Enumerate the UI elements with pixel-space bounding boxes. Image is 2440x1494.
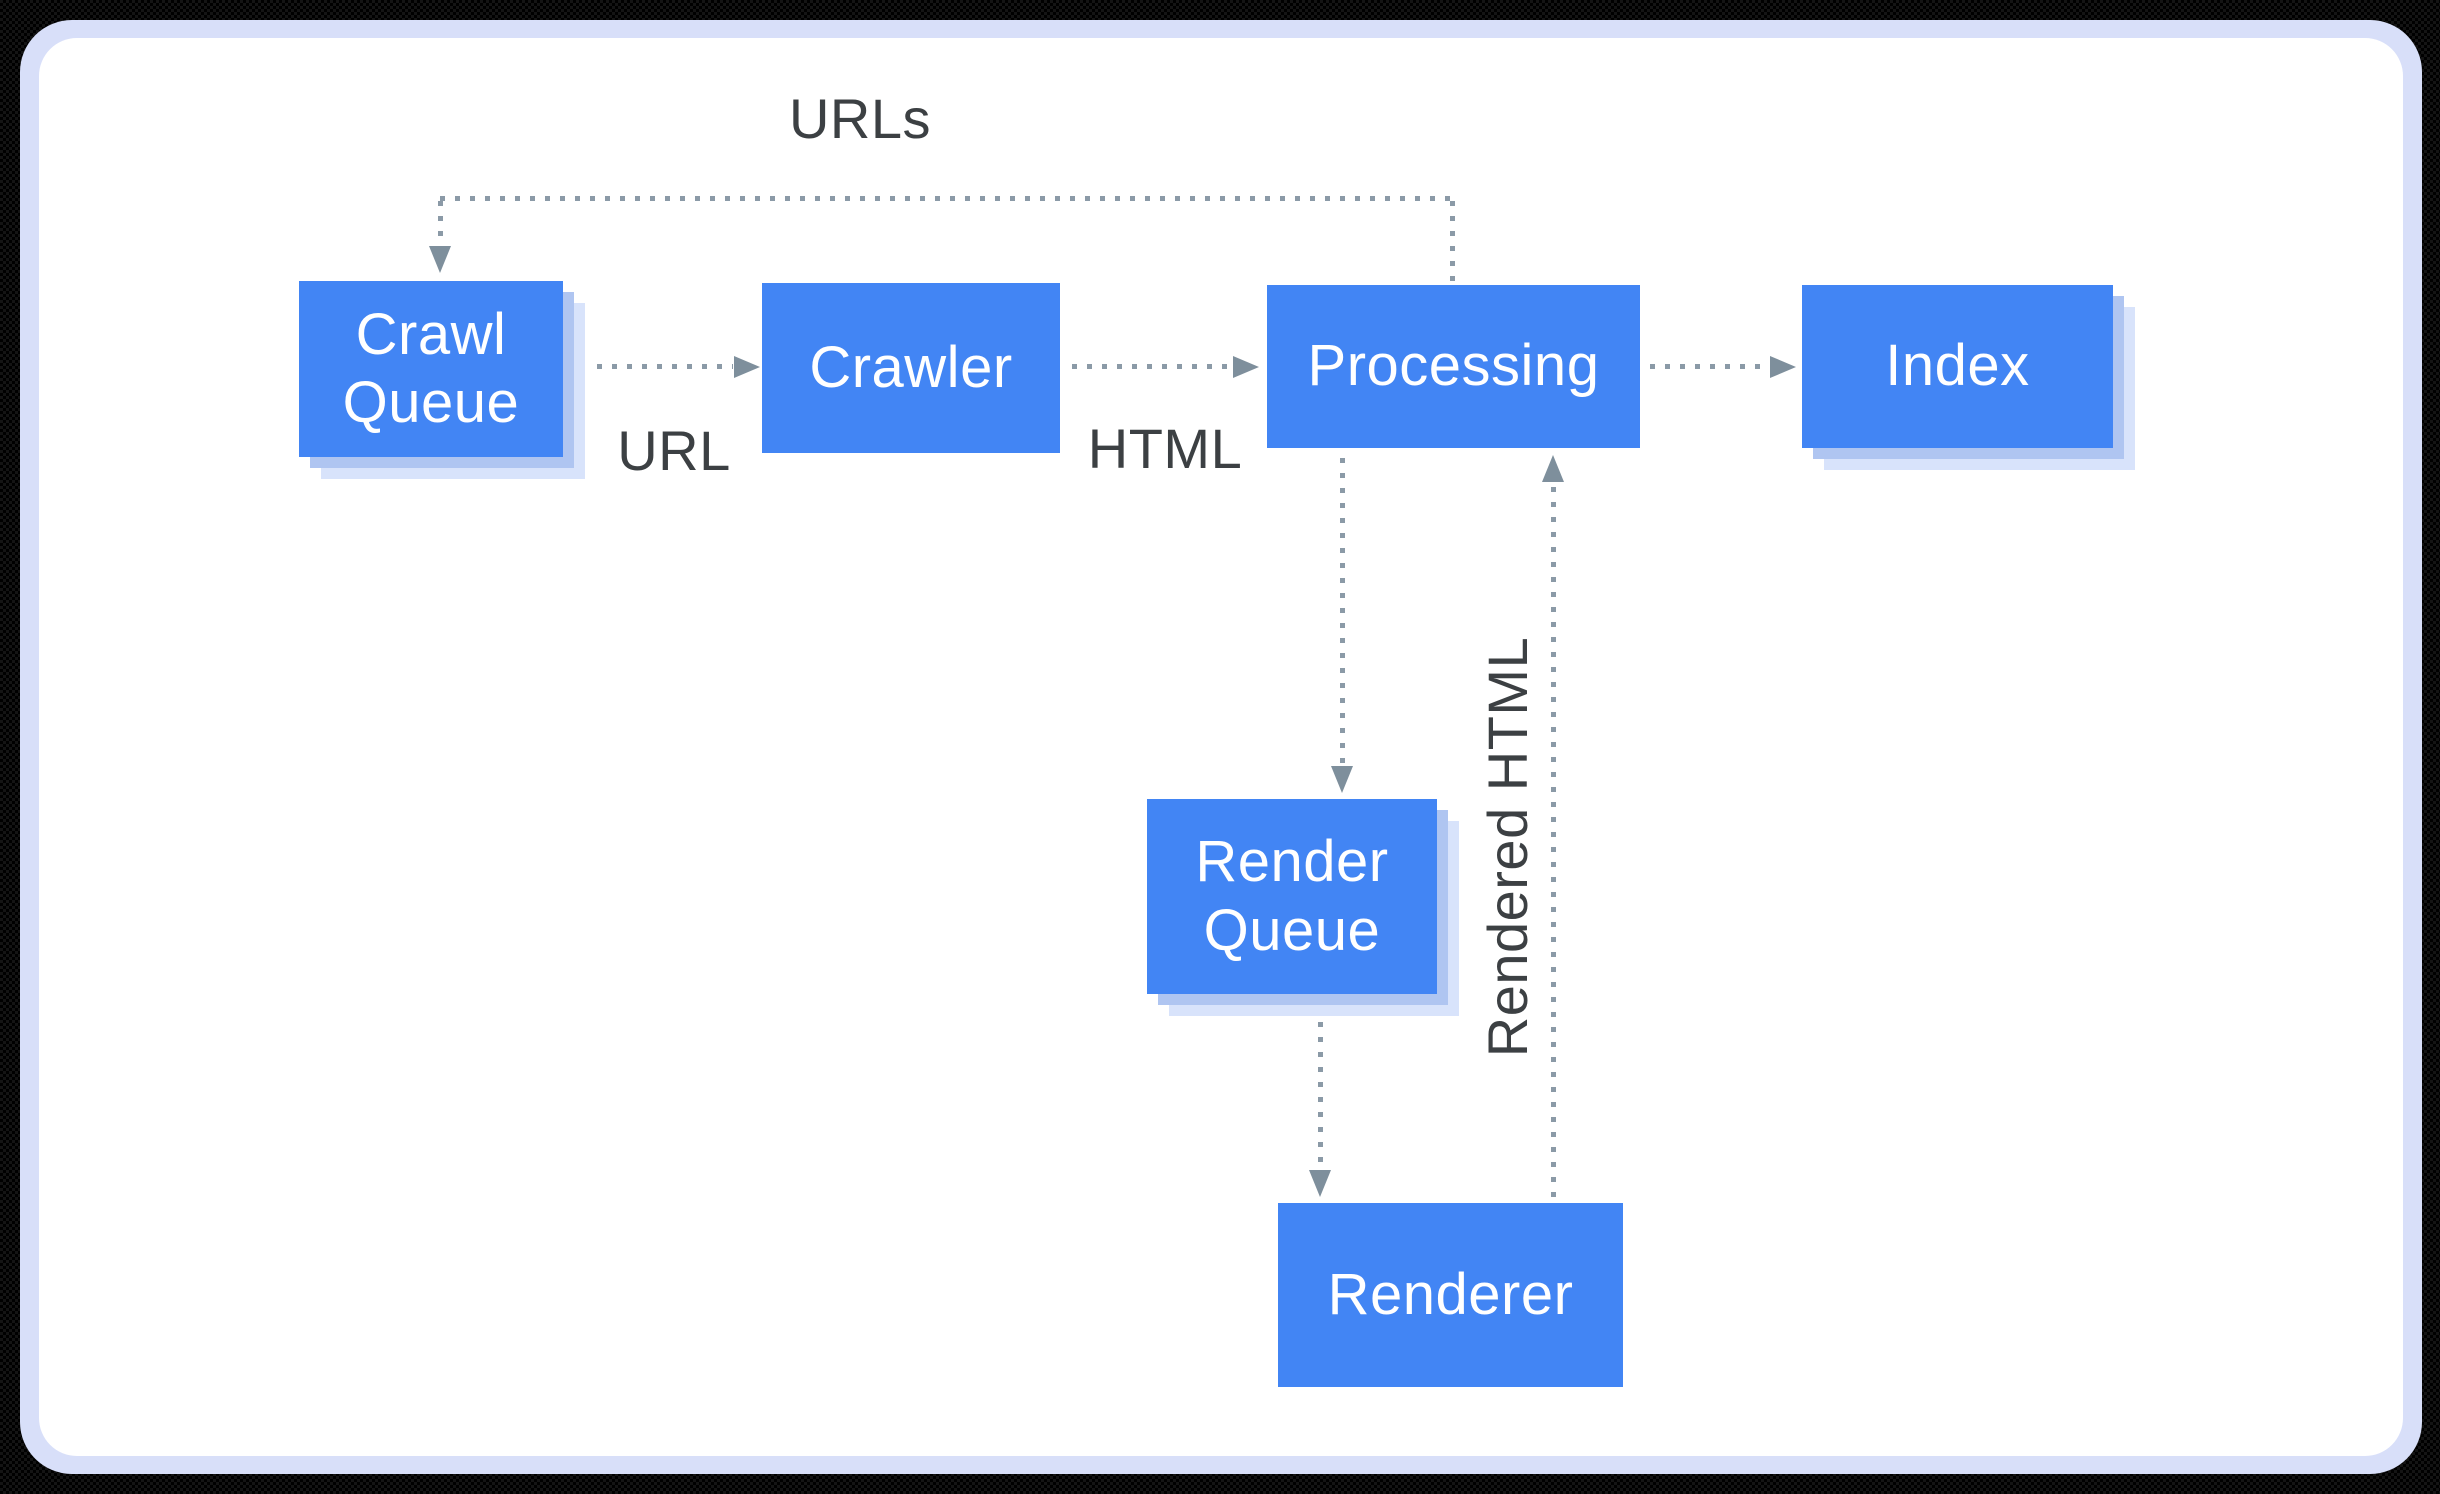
node-renderer: Renderer: [1278, 1203, 1623, 1387]
label-rendered-html: Rendered HTML: [1475, 636, 1539, 1058]
node-render-queue: Render Queue: [1147, 799, 1437, 994]
node-processing-label: Processing: [1307, 333, 1600, 399]
node-crawl-queue-label: Crawl Queue: [342, 301, 520, 435]
edge-processing-to-urls-up: [1450, 201, 1455, 285]
edge-processing-to-render-queue: [1340, 458, 1345, 764]
arrowhead-into-processing: [1233, 356, 1259, 378]
diagram-card: [39, 38, 2403, 1456]
node-crawler: Crawler: [762, 283, 1060, 453]
edge-crawl-queue-to-crawler: [597, 364, 733, 369]
edge-render-queue-to-renderer: [1318, 1022, 1323, 1168]
arrowhead-into-processing-bottom: [1542, 455, 1564, 482]
node-crawler-label: Crawler: [809, 334, 1013, 400]
node-index-label: Index: [1885, 333, 2030, 399]
node-processing: Processing: [1267, 285, 1640, 448]
diagram-card-border: [20, 20, 2422, 1474]
arrowhead-into-render-queue: [1331, 766, 1353, 793]
arrowhead-into-crawl-queue: [429, 246, 451, 273]
edge-processing-to-index: [1650, 364, 1768, 369]
edge-renderer-to-processing: [1551, 487, 1556, 1203]
label-html: HTML: [1087, 417, 1243, 480]
edge-urls-feedback-top: [440, 196, 1454, 201]
arrowhead-into-crawler: [734, 356, 760, 378]
arrowhead-into-index: [1770, 356, 1796, 378]
label-url: URL: [617, 419, 731, 482]
label-urls: URLs: [788, 87, 932, 150]
arrowhead-into-renderer: [1309, 1170, 1331, 1197]
node-renderer-label: Renderer: [1327, 1261, 1574, 1327]
node-crawl-queue: Crawl Queue: [299, 281, 563, 457]
edge-crawler-to-processing: [1072, 364, 1230, 369]
node-index: Index: [1802, 285, 2113, 448]
edge-urls-feedback-down: [438, 201, 443, 245]
node-render-queue-label: Render Queue: [1195, 829, 1389, 963]
